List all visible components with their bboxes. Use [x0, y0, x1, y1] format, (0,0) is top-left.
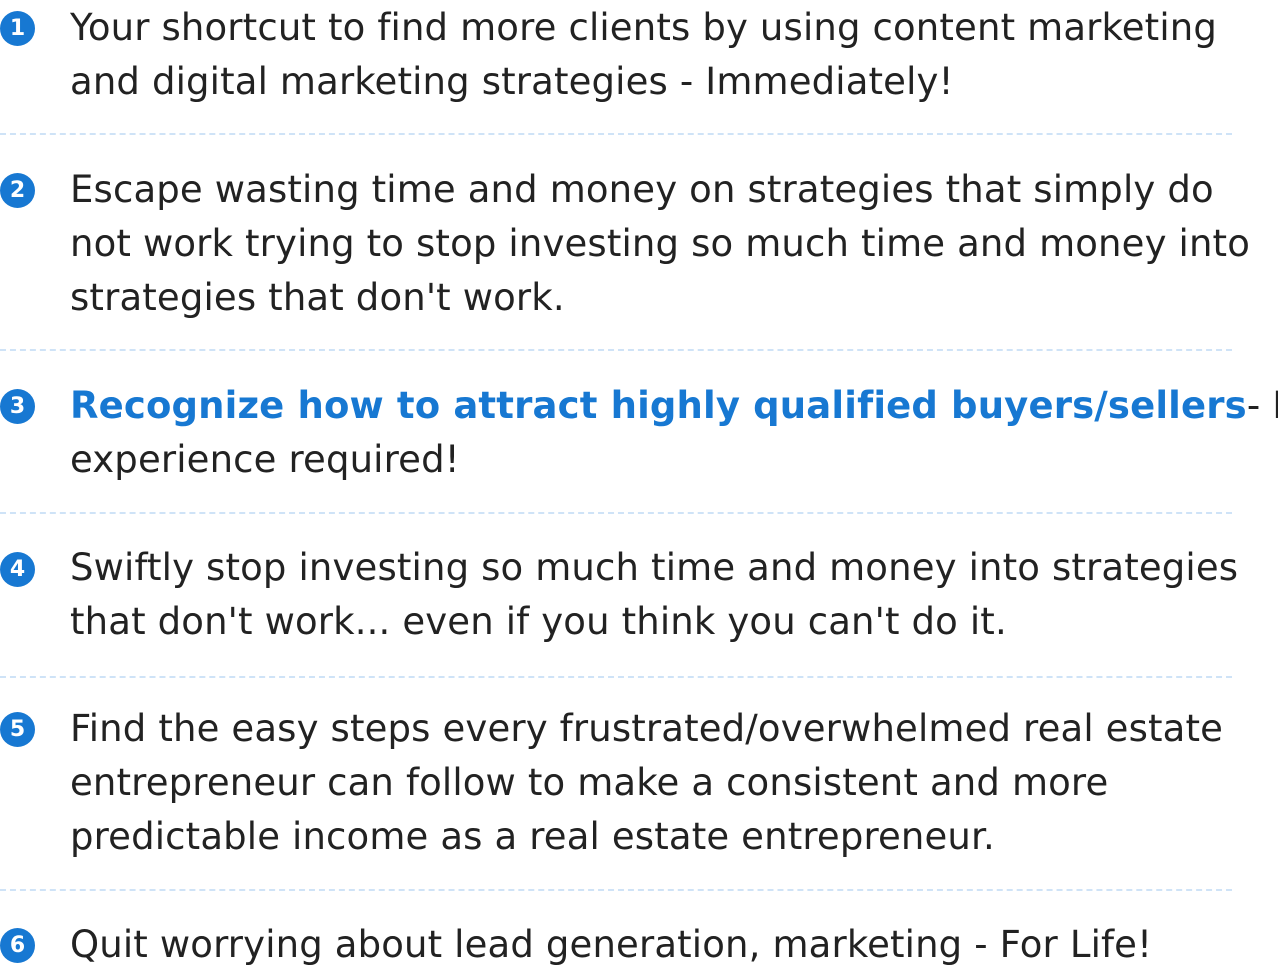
number-badge-6: 6 — [0, 928, 35, 963]
dashed-divider-2 — [0, 349, 1232, 351]
highlight-continuation: - No — [1246, 384, 1278, 427]
item-2-line-3: strategies that don't work. — [70, 276, 565, 319]
item-text-1: Your shortcut to find more clients by us… — [70, 1, 1270, 109]
item-text-6: Quit worrying about lead generation, mar… — [70, 918, 1270, 972]
item-2-line-2: not work trying to stop investing so muc… — [70, 222, 1250, 265]
item-4-line-2: that don't work... even if you think you… — [70, 600, 1007, 643]
dashed-divider-1 — [0, 133, 1232, 135]
number-badge-1: 1 — [0, 11, 35, 46]
item-3-line-2: experience required! — [70, 438, 460, 481]
item-4-line-1: Swiftly stop investing so much time and … — [70, 546, 1239, 589]
item-5-line-2: entrepreneur can follow to make a consis… — [70, 761, 1109, 804]
number-badge-5: 5 — [0, 712, 35, 747]
number-badge-2: 2 — [0, 173, 35, 208]
item-text-3: Recognize how to attract highly qualifie… — [70, 379, 1278, 487]
dashed-divider-4 — [0, 676, 1232, 678]
item-6-line-1: Quit worrying about lead generation, mar… — [70, 923, 1153, 966]
item-5-line-3: predictable income as a real estate entr… — [70, 815, 995, 858]
item-text-4: Swiftly stop investing so much time and … — [70, 541, 1270, 649]
item-text-2: Escape wasting time and money on strateg… — [70, 163, 1270, 325]
number-badge-4: 4 — [0, 552, 35, 587]
dashed-divider-3 — [0, 512, 1232, 514]
item-1-line-2: and digital marketing strategies - Immed… — [70, 60, 954, 103]
number-badge-3: 3 — [0, 389, 35, 424]
item-1-line-1: Your shortcut to find more clients by us… — [70, 6, 1218, 49]
item-text-5: Find the easy steps every frustrated/ove… — [70, 702, 1270, 864]
item-3-line-1: Recognize how to attract highly qualifie… — [70, 379, 1278, 433]
highlighted-benefit: Recognize how to attract highly qualifie… — [70, 384, 1247, 427]
dashed-divider-5 — [0, 889, 1232, 891]
item-5-line-1: Find the easy steps every frustrated/ove… — [70, 707, 1224, 750]
item-2-line-1: Escape wasting time and money on strateg… — [70, 168, 1214, 211]
